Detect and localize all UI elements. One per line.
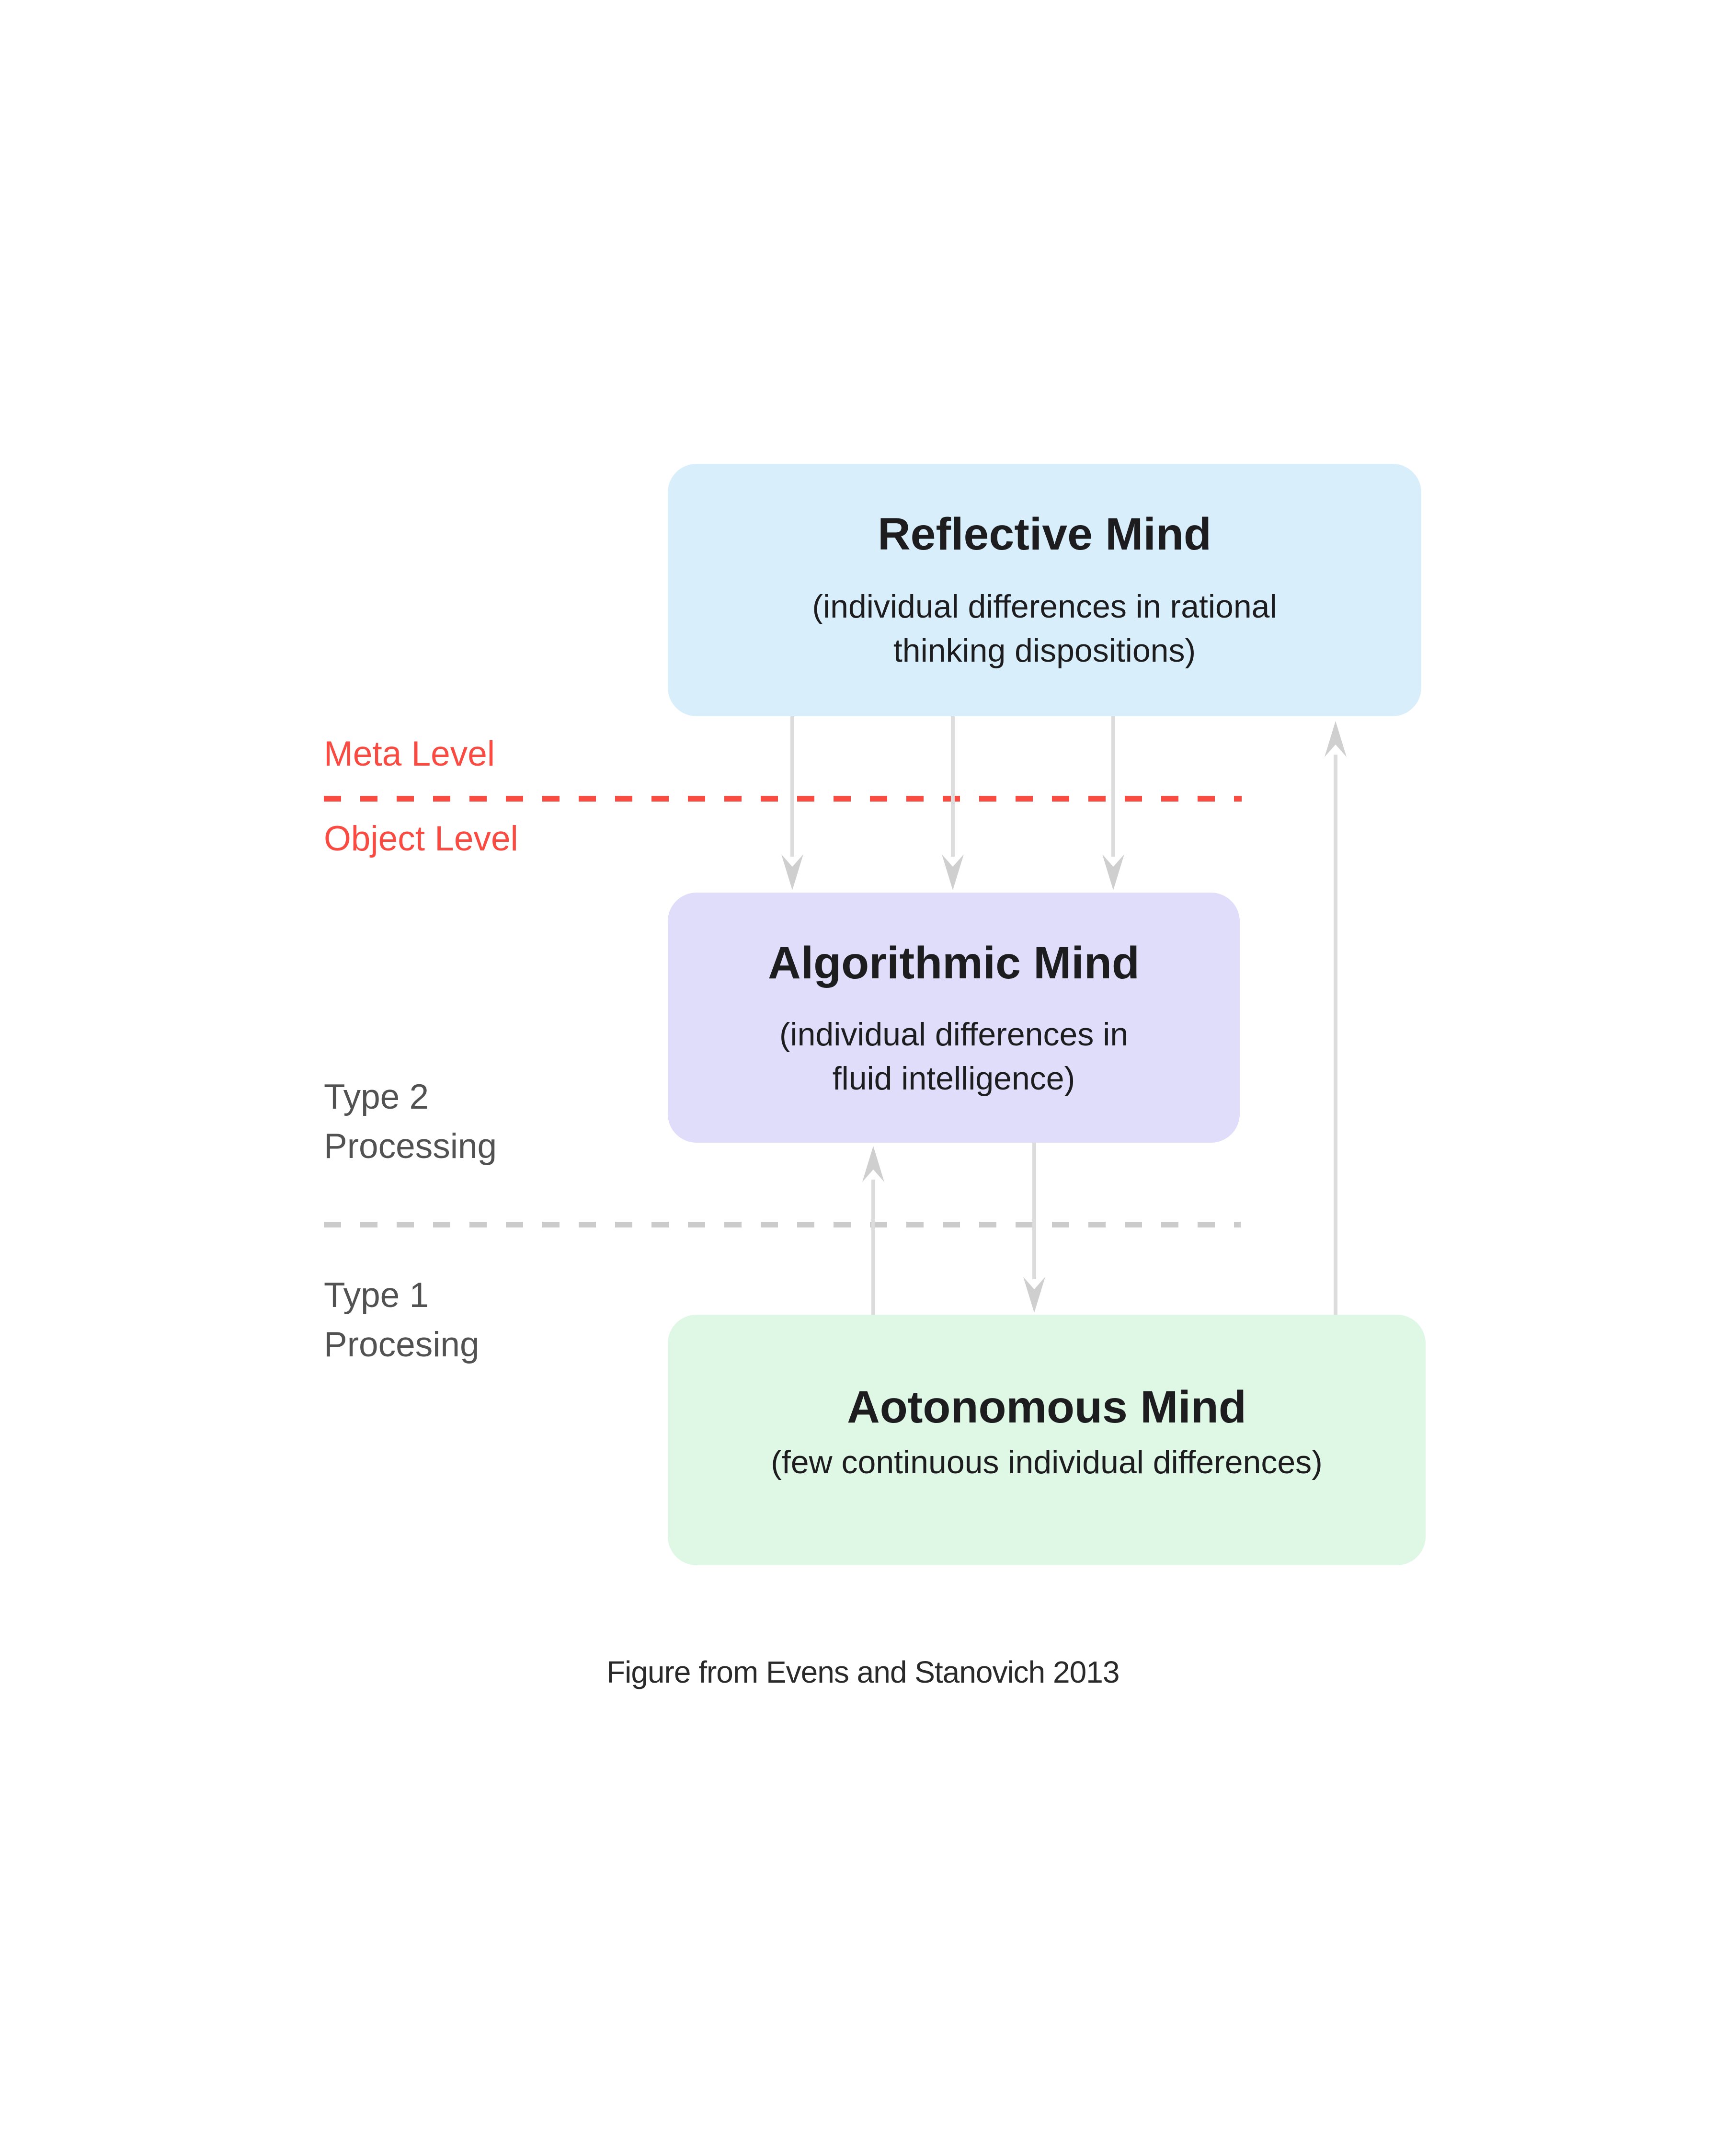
arrow-down-icon [942,716,964,890]
algorithmic-mind-subtitle-line2: fluid intelligence) [832,1060,1075,1097]
type2-label-line2: Processing [324,1127,497,1166]
arrow-up-icon [1325,721,1347,1315]
arrow-down-icon [781,716,803,890]
object-level-label: Object Level [324,819,518,858]
type2-processing-label: Type 2 Processing [324,1072,497,1171]
meta-object-divider-line [324,796,1242,802]
reflective-mind-box: Reflective Mind (individual differences … [668,464,1421,716]
algorithmic-mind-subtitle: (individual differences in fluid intelli… [668,1012,1240,1101]
arrow-up-icon [862,1146,884,1315]
type1-type2-divider-line [324,1222,1241,1227]
arrow-down-icon [1102,716,1124,890]
type1-label-line2: Procesing [324,1325,480,1364]
reflective-mind-subtitle-line1: (individual differences in rational [812,588,1277,625]
algorithmic-mind-box: Algorithmic Mind (individual differences… [668,893,1240,1143]
arrow-down-icon [1023,1143,1045,1313]
type1-label-line1: Type 1 [324,1276,429,1315]
meta-level-label: Meta Level [324,734,495,773]
type2-label-line1: Type 2 [324,1078,429,1116]
algorithmic-mind-subtitle-line1: (individual differences in [779,1016,1129,1053]
algorithmic-mind-title: Algorithmic Mind [768,938,1140,988]
type1-processing-label: Type 1 Procesing [324,1271,480,1369]
reflective-mind-subtitle: (individual differences in rational thin… [668,585,1421,673]
autonomous-mind-subtitle-line1: (few continuous individual differences) [771,1444,1323,1480]
autonomous-mind-title: Aotonomous Mind [847,1382,1246,1433]
reflective-mind-subtitle-line2: thinking dispositions) [893,632,1196,669]
figure-caption: Figure from Evens and Stanovich 2013 [606,1655,1120,1689]
autonomous-mind-box: Aotonomous Mind (few continuous individu… [668,1315,1426,1565]
autonomous-mind-subtitle: (few continuous individual differences) [668,1440,1426,1484]
reflective-mind-title: Reflective Mind [878,509,1211,560]
